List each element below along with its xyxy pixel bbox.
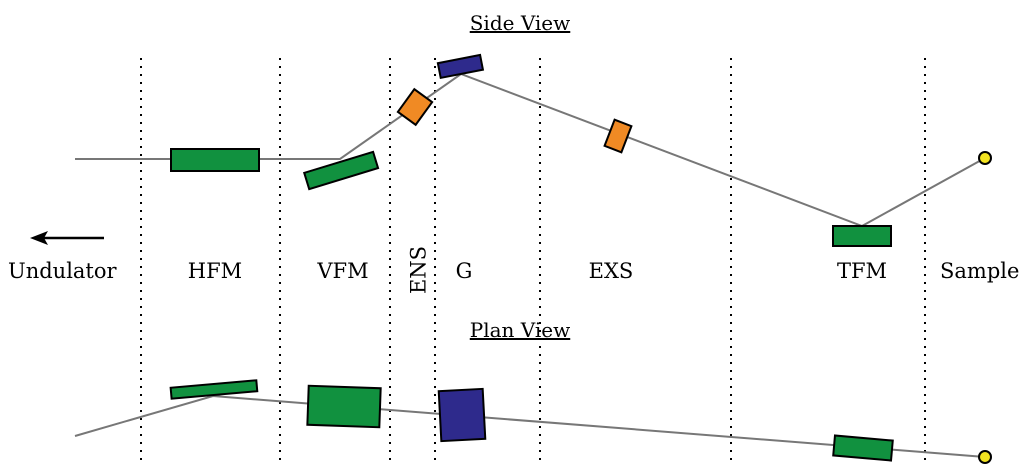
side-ens-slit: [396, 87, 434, 127]
side-vfm-mirror: [302, 150, 380, 191]
plan-view-title: Plan View: [470, 318, 570, 342]
label-hfm: HFM: [188, 259, 242, 283]
label-g: G: [456, 259, 473, 283]
side-view-title: Side View: [470, 11, 571, 35]
label-exs: EXS: [589, 259, 634, 283]
label-undulator: Undulator: [8, 259, 118, 283]
plan-grating: [437, 387, 487, 443]
plan-sample: [978, 450, 992, 464]
side-sample: [978, 151, 992, 165]
side-hfm-mirror: [170, 148, 260, 172]
side-view: [75, 53, 992, 247]
plan-hfm-mirror: [169, 379, 259, 400]
label-tfm: TFM: [837, 259, 887, 283]
label-vfm: VFM: [316, 259, 368, 283]
label-ens: ENS: [407, 246, 431, 294]
left-arrow-icon: [30, 231, 104, 245]
plan-vfm-mirror: [306, 384, 382, 429]
plan-tfm-mirror: [832, 434, 894, 462]
side-exs-slit: [603, 118, 633, 154]
label-sample: Sample: [940, 259, 1019, 283]
section-dividers: [140, 58, 926, 464]
side-grating: [436, 53, 485, 80]
plan-view: [74, 379, 992, 464]
side-tfm-mirror: [832, 225, 892, 247]
